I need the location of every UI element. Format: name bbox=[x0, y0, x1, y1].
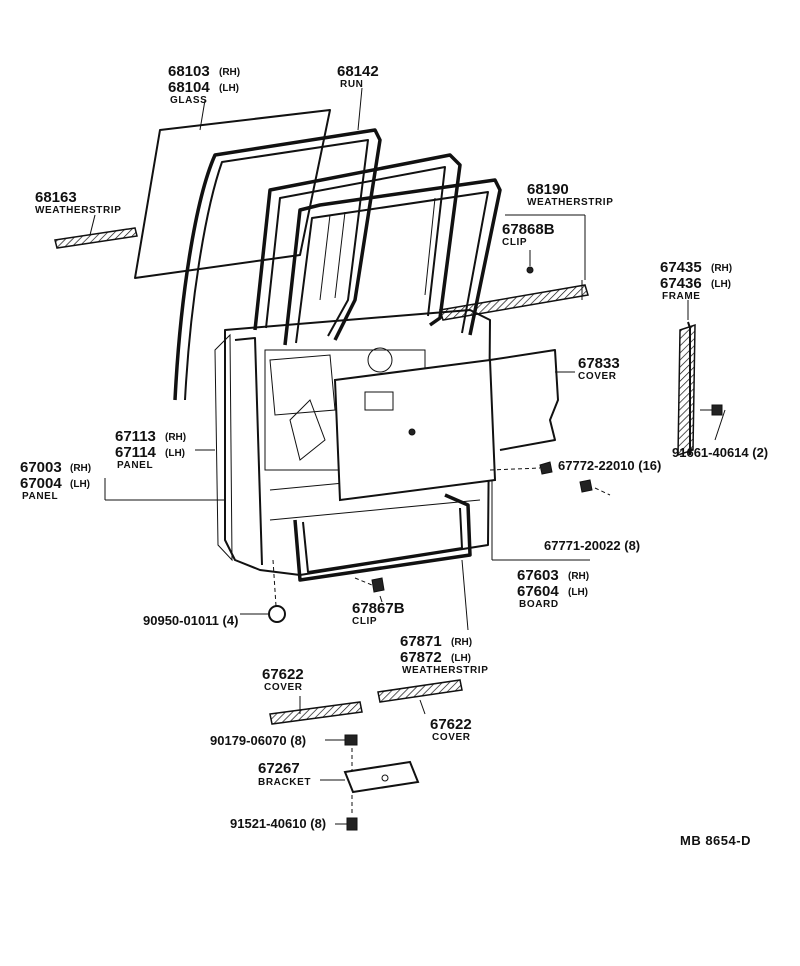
glass-desc: GLASS bbox=[170, 95, 207, 106]
ws-left-desc: WEATHERSTRIP bbox=[35, 205, 121, 216]
door-frame-weatherstrips bbox=[253, 153, 502, 346]
label-nut: 90179-06070 (8) bbox=[210, 733, 306, 748]
ws-top-pn: 68190 bbox=[527, 181, 569, 198]
cover-strip-right-part bbox=[377, 679, 463, 703]
ws-bottom-pn1: 67871 bbox=[400, 633, 442, 650]
bracket-desc: BRACKET bbox=[258, 777, 311, 788]
clip-bottom-desc: CLIP bbox=[352, 616, 377, 627]
clip-top-pn: 67868B bbox=[502, 221, 555, 238]
cover-left-pn: 67622 bbox=[262, 666, 304, 683]
clip-bottom-pn: 67867B bbox=[352, 600, 405, 617]
label-panel-outer: 67003 (RH) 67004 (LH) PANEL bbox=[20, 459, 91, 502]
figure-reference: MB 8654-D bbox=[680, 833, 751, 848]
label-clip-bottom: 67867B CLIP bbox=[352, 600, 405, 627]
panel-outer-desc: PANEL bbox=[22, 491, 58, 502]
weatherstrip-top-part bbox=[439, 280, 589, 321]
frame-side1: (RH) bbox=[711, 263, 732, 274]
board-desc: BOARD bbox=[519, 599, 559, 610]
panel-inner-side2: (LH) bbox=[165, 448, 185, 459]
ws-bottom-desc: WEATHERSTRIP bbox=[402, 665, 488, 676]
label-glass: 68103 (RH) 68104 (LH) GLASS bbox=[168, 63, 240, 106]
cover-right-desc: COVER bbox=[578, 371, 617, 382]
label-bolt-bracket: 91521-40610 (8) bbox=[230, 816, 326, 831]
run-part bbox=[173, 128, 382, 401]
label-frame: 67435 (RH) 67436 (LH) FRAME bbox=[660, 259, 732, 302]
frame-pn1: 67435 bbox=[660, 259, 702, 276]
leader-lines bbox=[89, 87, 726, 825]
glass-side2: (LH) bbox=[219, 83, 239, 94]
panel-inner-pn1: 67113 bbox=[115, 428, 156, 445]
label-plug: 90950-01011 (4) bbox=[143, 613, 238, 628]
label-weatherstrip-top: 68190 WEATHERSTRIP bbox=[527, 181, 613, 208]
glass-part bbox=[134, 109, 331, 279]
board-pn1: 67603 bbox=[517, 567, 559, 584]
board-part bbox=[333, 358, 497, 502]
label-cover-left: 67622 COVER bbox=[262, 666, 304, 693]
label-cover-right-bottom: 67622 COVER bbox=[430, 716, 472, 743]
label-clip-b: 67771-20022 (8) bbox=[544, 538, 640, 553]
label-bolt-frame: 91661-40614 (2) bbox=[672, 445, 768, 460]
run-desc: RUN bbox=[340, 79, 363, 90]
cover-right-bottom-desc: COVER bbox=[432, 732, 471, 743]
cover-right-pn: 67833 bbox=[578, 355, 620, 372]
lower-weatherstrip-part bbox=[293, 493, 472, 582]
bracket-part bbox=[343, 760, 420, 794]
panel-inner-pn2: 67114 bbox=[115, 444, 157, 461]
panel-outer-side2: (LH) bbox=[70, 479, 90, 490]
cover-left-desc: COVER bbox=[264, 682, 303, 693]
glass-pn2: 68104 bbox=[168, 79, 210, 96]
cover-right-bottom-pn: 67622 bbox=[430, 716, 472, 733]
label-clip-top: 67868B CLIP bbox=[502, 221, 555, 248]
fasteners bbox=[268, 266, 723, 831]
label-cover-right: 67833 COVER bbox=[578, 355, 620, 382]
board-side1: (RH) bbox=[568, 571, 589, 582]
cover-right-part bbox=[489, 349, 559, 451]
panel-inner-desc: PANEL bbox=[117, 460, 153, 471]
weatherstrip-left-part bbox=[54, 227, 138, 249]
frame-desc: FRAME bbox=[662, 291, 701, 302]
frame-side2: (LH) bbox=[711, 279, 731, 290]
glass-side1: (RH) bbox=[219, 67, 240, 78]
board-pn2: 67604 bbox=[517, 583, 559, 600]
frame-part bbox=[677, 321, 696, 457]
label-weatherstrip-left: 68163 WEATHERSTRIP bbox=[35, 189, 121, 216]
ws-bottom-side1: (RH) bbox=[451, 637, 472, 648]
board-side2: (LH) bbox=[568, 587, 588, 598]
panel-inner-side1: (RH) bbox=[165, 432, 186, 443]
label-clip-a: 67772-22010 (16) bbox=[558, 458, 661, 473]
ws-left-pn: 68163 bbox=[35, 189, 77, 206]
label-run: 68142 RUN bbox=[337, 63, 379, 90]
label-board: 67603 (RH) 67604 (LH) BOARD bbox=[517, 567, 589, 610]
clip-top-desc: CLIP bbox=[502, 237, 527, 248]
ws-top-desc: WEATHERSTRIP bbox=[527, 197, 613, 208]
label-panel-inner: 67113 (RH) 67114 (LH) PANEL bbox=[115, 428, 186, 471]
panel-outer-side1: (RH) bbox=[70, 463, 91, 474]
cover-strip-left-part bbox=[269, 701, 363, 725]
panel-outer-pn2: 67004 bbox=[20, 475, 62, 492]
glass-pn1: 68103 bbox=[168, 63, 210, 80]
bracket-pn: 67267 bbox=[258, 760, 300, 777]
label-weatherstrip-bottom: 67871 (RH) 67872 (LH) WEATHERSTRIP bbox=[400, 633, 488, 676]
frame-pn2: 67436 bbox=[660, 275, 702, 292]
label-bracket: 67267 BRACKET bbox=[258, 760, 311, 788]
ws-bottom-side2: (LH) bbox=[451, 653, 471, 664]
panel-outer-pn1: 67003 bbox=[20, 459, 62, 476]
run-pn: 68142 bbox=[337, 63, 379, 80]
ws-bottom-pn2: 67872 bbox=[400, 649, 442, 666]
